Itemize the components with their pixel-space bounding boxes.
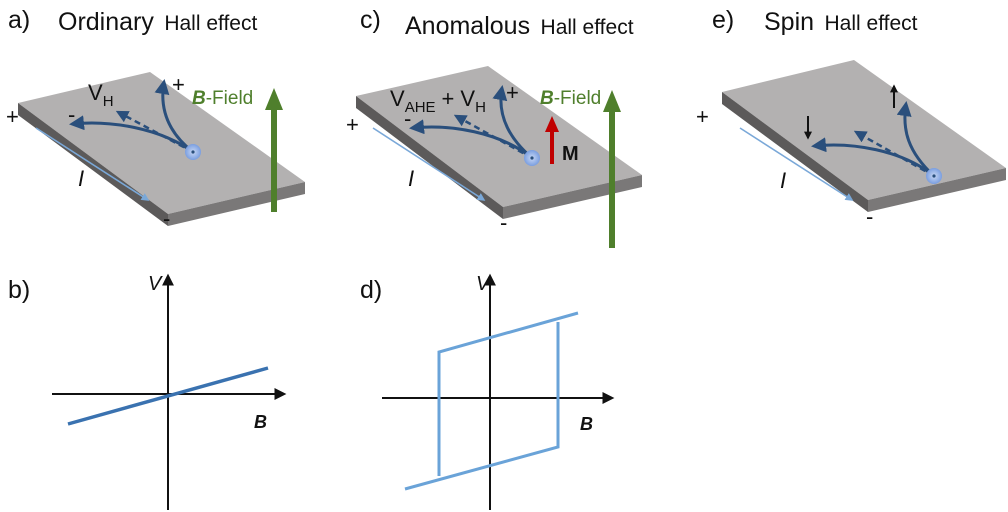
deflected-path-up-a — [154, 79, 194, 154]
b-field-label-a: B-Field — [192, 88, 253, 109]
graph-b-xlabel: B — [254, 412, 267, 432]
panel-c-label: c) — [360, 6, 381, 34]
panel-c-title-small: Hall effect — [541, 16, 634, 39]
panel-a: a) Ordinary Hall effect VH I + + - - — [6, 6, 305, 231]
b-field-label-c: B-Field — [540, 88, 601, 109]
graph-b-linear-line — [67, 366, 269, 426]
hall-voltage-c-main2: V — [460, 86, 475, 111]
deflected-path-dashed-c — [453, 114, 533, 160]
panel-a-title-big: Ordinary — [58, 8, 154, 36]
electron-dot-c — [530, 156, 534, 160]
sign-plus-right-a: + — [172, 72, 185, 97]
hall-voltage-a: VH — [88, 80, 114, 110]
panel-b-label: b) — [8, 276, 30, 304]
sign-minus-left-a: - — [68, 102, 75, 127]
hall-voltage-a-main: V — [88, 80, 103, 105]
panel-e-title: Spin Hall effect — [764, 8, 918, 36]
panel-b: b) V B — [8, 273, 287, 510]
hall-voltage-c: VAHE+VH — [390, 86, 486, 116]
panel-e-title-small: Hall effect — [825, 12, 918, 35]
hall-paths-c — [409, 85, 540, 166]
sign-plus-left-a: + — [6, 104, 19, 129]
current-arrow-c — [372, 127, 486, 201]
slab-a-side — [168, 182, 305, 226]
slab-e-side — [868, 168, 1006, 212]
deflected-path-dashed-a — [115, 110, 194, 154]
sign-minus-bottom-a: - — [163, 206, 170, 231]
sign-minus-bottom-c: - — [500, 210, 507, 235]
panel-c-title-big: Anomalous — [405, 12, 530, 40]
slab-a-top — [18, 72, 305, 214]
spin-paths-e — [811, 101, 942, 184]
current-arrow-a — [35, 127, 150, 201]
sign-plus-left-c: + — [346, 112, 359, 137]
b-field-label-c-rest: -Field — [554, 88, 602, 109]
spin-path-left-e — [811, 137, 935, 178]
hall-voltage-c-sub1: AHE — [405, 99, 436, 116]
hall-paths-a — [69, 79, 201, 160]
spin-path-dashed-e — [853, 130, 935, 178]
panel-c-title: Anomalous Hall effect — [405, 12, 634, 40]
hall-voltage-c-main1: V — [390, 86, 405, 111]
sign-minus-bottom-e: - — [866, 204, 873, 229]
panel-a-label: a) — [8, 6, 30, 34]
panel-d-label: d) — [360, 276, 382, 304]
spin-path-up-e — [896, 101, 936, 178]
deflected-path-left-c — [409, 119, 533, 160]
slab-e-top — [722, 60, 1006, 200]
panel-e-label: e) — [712, 6, 734, 34]
sign-plus-right-c: + — [506, 80, 519, 105]
graph-d-xlabel: B — [580, 414, 593, 434]
b-field-arrowhead-c — [603, 90, 621, 112]
slab-e — [722, 60, 1006, 212]
panel-e: e) Spin Hall effect I + - — [696, 6, 1006, 229]
current-label-e: I — [780, 168, 786, 193]
graph-d-hysteresis-lower — [404, 322, 560, 491]
panel-a-title: Ordinary Hall effect — [58, 8, 257, 36]
sign-plus-left-e: + — [696, 104, 709, 129]
current-label-a: I — [78, 166, 84, 191]
magnetization-arrowhead-c — [545, 116, 559, 132]
graph-d-hysteresis-upper — [437, 311, 579, 476]
current-arrow-e — [739, 127, 854, 201]
slab-c-side — [503, 175, 642, 219]
b-field-arrowhead-a — [265, 88, 283, 110]
electron-dot-e — [932, 174, 936, 178]
panel-d: d) V B — [360, 273, 615, 510]
slab-c-top — [356, 66, 642, 207]
slab-e-front — [722, 92, 868, 212]
panel-e-title-big: Spin — [764, 8, 814, 36]
magnetization-label-c: M — [562, 143, 579, 165]
b-field-label-c-bold: B — [540, 88, 554, 109]
sign-minus-left-c: - — [404, 106, 411, 131]
panel-a-title-small: Hall effect — [164, 12, 257, 35]
graph-b-ylabel: V — [148, 273, 163, 295]
b-field-label-a-bold: B — [192, 88, 206, 109]
hall-voltage-c-sub2: H — [475, 99, 486, 116]
hall-voltage-a-sub: H — [103, 93, 114, 110]
deflected-path-up-c — [492, 85, 533, 160]
current-label-c: I — [408, 166, 414, 191]
b-field-label-a-rest: -Field — [206, 88, 254, 109]
hall-voltage-c-plus: + — [442, 86, 455, 111]
graph-d-ylabel: V — [476, 273, 491, 295]
panel-c: c) Anomalous Hall effect VAHE+VH I + + -… — [346, 6, 642, 248]
electron-dot-a — [191, 150, 195, 154]
